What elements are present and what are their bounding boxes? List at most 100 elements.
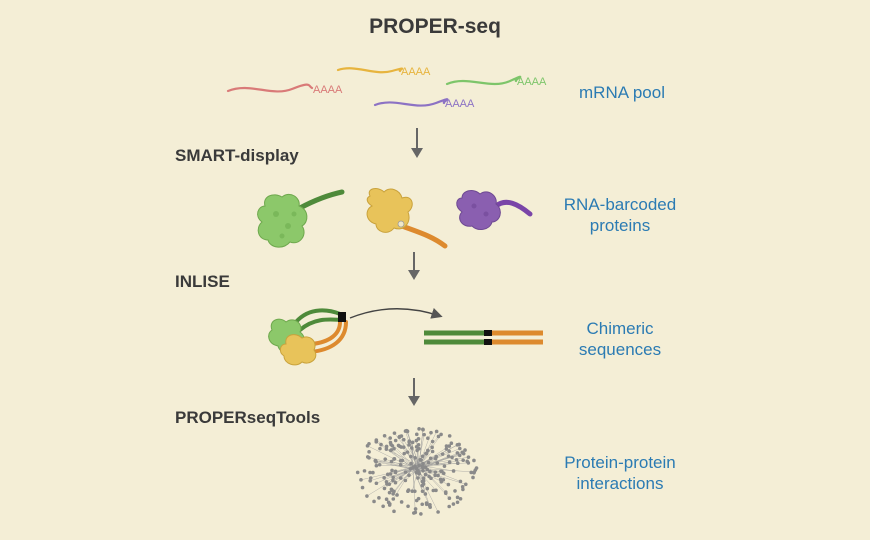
network-node [423, 492, 428, 496]
network-node [428, 469, 432, 474]
barcoded-protein-green [257, 189, 345, 248]
network-node [440, 452, 445, 456]
network-node [444, 444, 449, 448]
mrna-pool: AAAA AAAA AAAA AAAA [226, 66, 547, 110]
network-node [417, 463, 421, 468]
network-node [451, 469, 456, 473]
network-node [367, 450, 371, 454]
network-node [360, 485, 365, 490]
network-node [362, 469, 367, 473]
network-node [392, 431, 397, 435]
polya-tail: AAAA [517, 76, 547, 88]
network-node [439, 432, 443, 437]
inlise-complex [268, 308, 443, 366]
network-node [401, 445, 406, 449]
mrna-strand-purple: AAAA [373, 98, 475, 110]
network-node [365, 494, 369, 498]
network-node [406, 489, 410, 494]
network-node [398, 463, 403, 467]
network-node [414, 432, 419, 437]
output-label-line: RNA-barcoded [563, 195, 677, 214]
network-node [409, 446, 414, 450]
step-arrow [408, 378, 420, 406]
network-node [430, 449, 435, 454]
output-label-line: sequences [578, 340, 662, 359]
mrna-strand-yellow: AAAA [336, 66, 431, 78]
network-node [457, 446, 462, 451]
network-node [433, 470, 438, 474]
network-node [447, 444, 452, 448]
network-node [393, 438, 398, 443]
network-node [407, 473, 411, 478]
network-node [455, 443, 460, 447]
network-node [390, 468, 394, 473]
network-node [382, 434, 387, 438]
network-node [442, 464, 447, 468]
network-edge [405, 431, 418, 471]
network-node [391, 497, 396, 501]
network-node [368, 478, 372, 483]
network-node [425, 486, 430, 491]
network-node [426, 436, 430, 441]
network-edge [395, 469, 418, 483]
network-node [374, 440, 379, 444]
step-label-smart-display: SMART-display [175, 146, 299, 165]
network-node [371, 470, 375, 475]
network-node [404, 428, 409, 433]
network-node [419, 512, 423, 516]
output-label-line: Chimeric [586, 319, 654, 338]
network-node [385, 482, 389, 486]
network-node [374, 463, 379, 468]
network-node [461, 487, 465, 492]
network-node [435, 461, 440, 465]
mrna-strand-green: AAAA [445, 75, 547, 88]
network-node [450, 455, 454, 460]
output-label-mrna-pool: mRNA pool [527, 82, 717, 103]
network-node [388, 502, 392, 506]
network-node [408, 454, 413, 459]
output-label-line: Protein-protein [564, 453, 676, 472]
network-node [397, 434, 402, 439]
network-node [395, 493, 399, 497]
network-node [460, 484, 465, 489]
network-node [374, 481, 379, 486]
network-node [421, 482, 426, 486]
network-node [460, 450, 465, 455]
network-edge [384, 469, 418, 478]
network-edge [418, 448, 460, 466]
network-node [439, 479, 444, 484]
network-node [388, 436, 392, 440]
network-node [393, 480, 398, 485]
network-node [367, 441, 371, 446]
network-node [421, 461, 425, 466]
network-node [417, 427, 421, 431]
network-node [421, 427, 425, 432]
network-node [455, 461, 460, 465]
network-node [472, 458, 476, 463]
network-node [461, 458, 465, 463]
network-node [471, 475, 475, 480]
network-node [430, 439, 435, 444]
network-node [466, 455, 471, 459]
network-node [449, 441, 454, 446]
network-node [424, 502, 429, 507]
network-node [403, 478, 408, 483]
network-node [455, 500, 460, 505]
network-node [420, 489, 425, 494]
network-node [374, 460, 378, 464]
network-node [455, 495, 460, 500]
output-label-protein-protein-interactions: Protein-protein interactions [525, 452, 715, 494]
network-node [427, 474, 431, 479]
network-node [389, 459, 394, 464]
network-node [420, 454, 425, 459]
network-node [447, 504, 451, 509]
network-node [439, 469, 443, 474]
step-arrow [411, 128, 423, 158]
network-node [465, 459, 470, 464]
network-node [444, 447, 449, 451]
network-node [385, 472, 390, 477]
network-edge [417, 470, 431, 506]
network-node [383, 457, 388, 461]
